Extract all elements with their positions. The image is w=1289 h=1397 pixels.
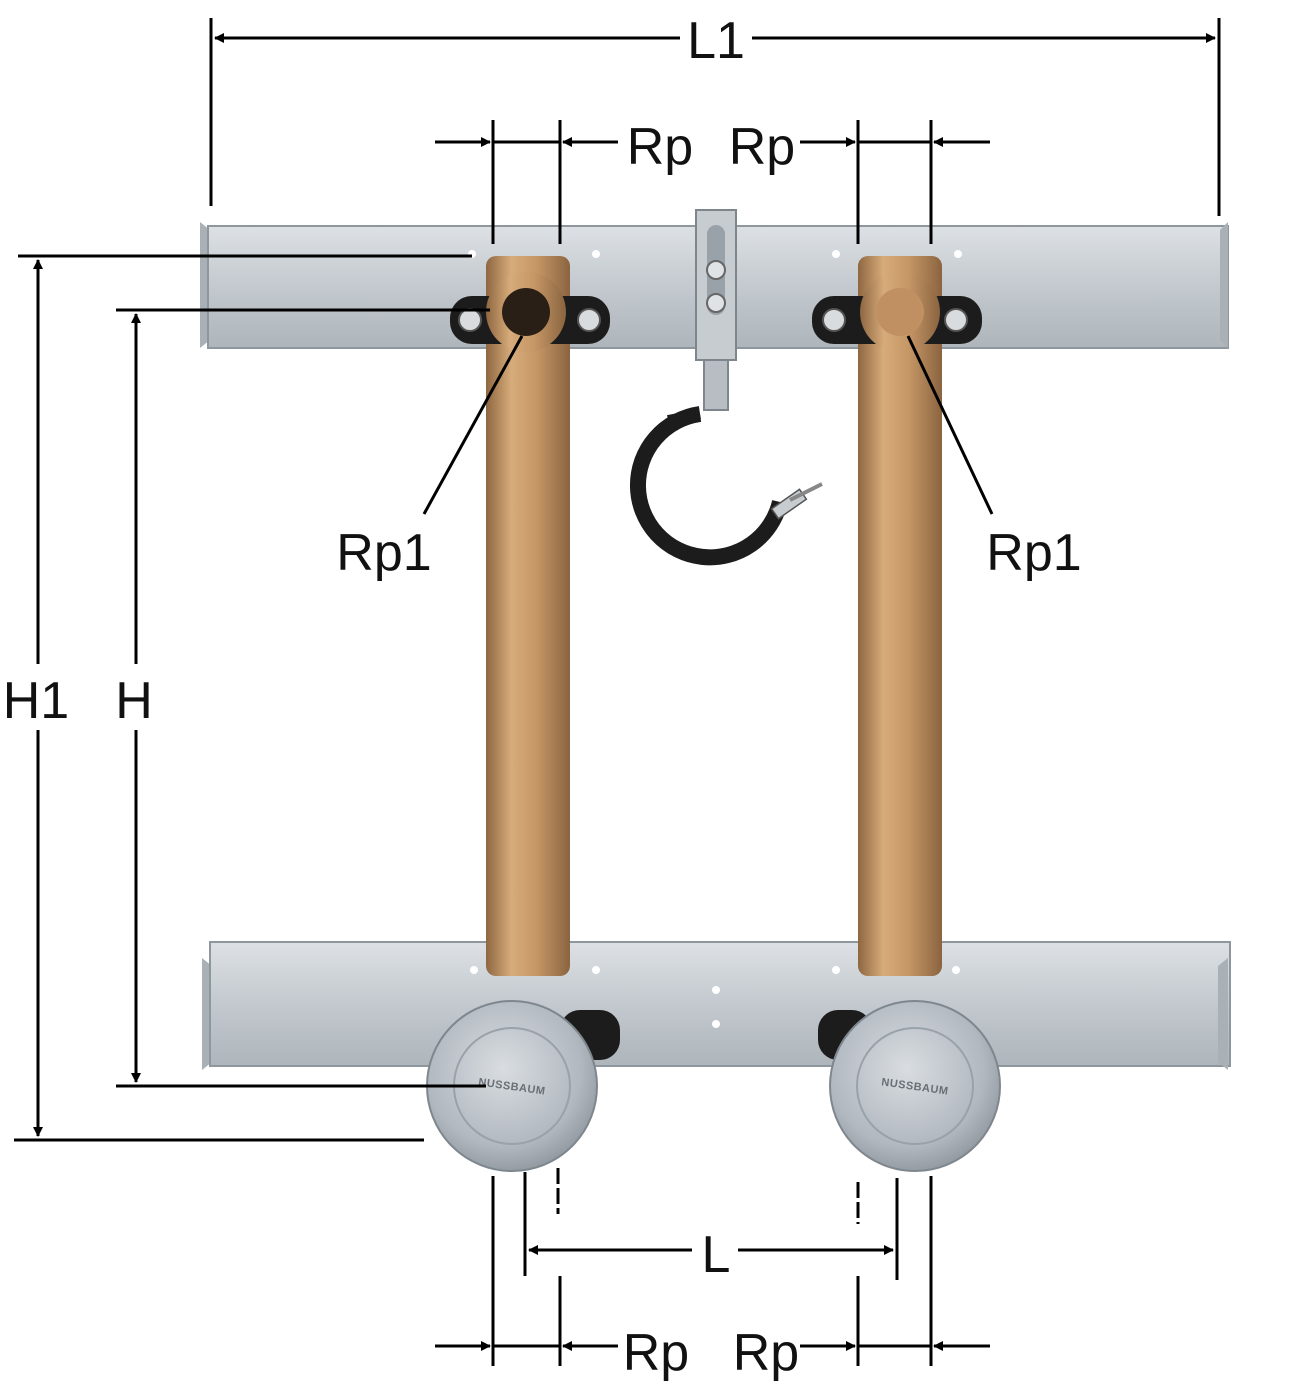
dimension-H1: H1	[3, 254, 472, 1142]
label-rp-top-left: Rp	[627, 118, 693, 176]
label-H1: H1	[3, 672, 69, 730]
label-rp-top-right: Rp	[729, 118, 795, 176]
dimension-rp-top-right: Rp	[729, 118, 990, 244]
dimension-rp-bottom-right: Rp	[733, 1176, 990, 1382]
label-H: H	[115, 672, 153, 730]
hanger-bracket	[695, 209, 737, 411]
label-rp-bottom-right: Rp	[733, 1324, 799, 1382]
right-riser-pipe	[812, 256, 982, 1060]
callout-rp1-right: Rp1	[906, 335, 1082, 582]
label-rp-bottom-left: Rp	[623, 1324, 689, 1382]
dimension-L1: L1	[209, 12, 1221, 216]
bottom-mounting-rail	[202, 941, 1231, 1070]
label-L: L	[702, 1226, 731, 1284]
right-cap: NUSSBAUM	[829, 1000, 1001, 1172]
dimension-rp-top-left: Rp	[435, 118, 693, 244]
pipe-clip-icon	[629, 406, 823, 566]
dimension-H: H	[115, 308, 490, 1088]
left-riser-pipe	[450, 256, 620, 1060]
callout-rp1-left: Rp1	[336, 335, 524, 582]
label-rp1-right: Rp1	[986, 524, 1081, 582]
label-L1: L1	[687, 12, 745, 70]
dimension-L: L	[523, 1168, 899, 1284]
label-rp1-left: Rp1	[336, 524, 431, 582]
dimension-rp-bottom-left: Rp	[435, 1176, 689, 1382]
